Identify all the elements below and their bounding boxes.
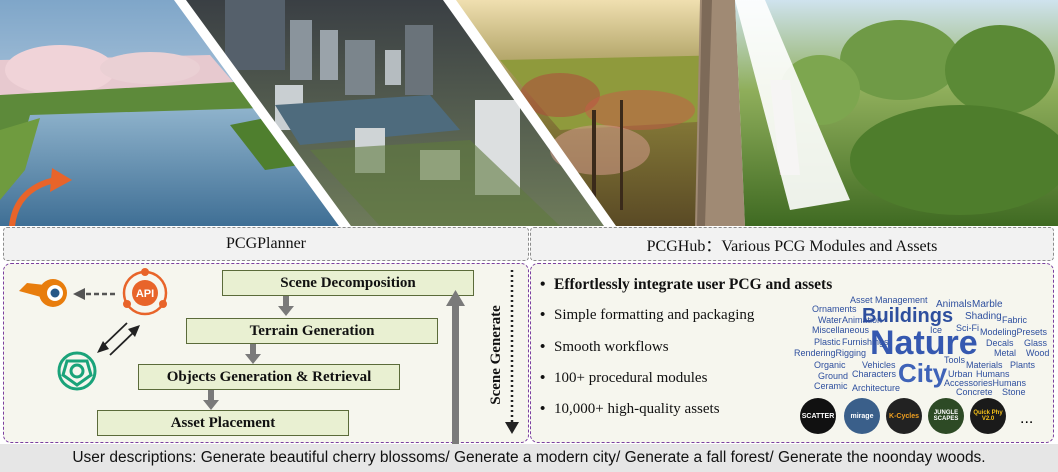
fall-forest-scene (450, 0, 745, 226)
llm-to-api-arrow (109, 330, 136, 356)
api-icon: API (122, 268, 168, 316)
wc-word: ModelingPresets (980, 327, 1048, 337)
plugin-logo-kcycles: K-Cycles (886, 398, 922, 434)
step-label: Objects Generation & Retrieval (166, 368, 372, 385)
scene-generate-label: Scene Generate (488, 305, 504, 405)
wc-word: Urban (948, 369, 973, 379)
feature-text: 10,000+ high-quality assets (554, 401, 720, 417)
wc-word: Ground (818, 371, 849, 381)
plugin-label: K-Cycles (889, 412, 919, 420)
bullet: • (540, 370, 546, 386)
wc-word: Stone (1002, 387, 1026, 397)
wc-word: Ice (930, 325, 943, 335)
user-descriptions-caption: User descriptions: Generate beautiful ch… (0, 444, 1058, 472)
wc-word: Vehicles (862, 360, 896, 370)
step-scene-decomposition: Scene Decomposition (222, 270, 474, 296)
pcghub-header: PCGHub：Various PCG Modules and Assets (530, 227, 1054, 261)
wc-word: Asset Management (850, 295, 928, 305)
bullet: • (540, 276, 546, 293)
wc-word: Marble (972, 299, 1003, 310)
step-label: Asset Placement (170, 414, 276, 431)
plugin-logo-scatter: SCATTER (800, 398, 836, 434)
noonday-woods-scene (735, 0, 1058, 226)
pcghub-title: PCGHub：Various PCG Modules and Assets (646, 238, 938, 255)
curved-arrow-icon (9, 177, 56, 226)
wc-word: Characters (852, 369, 897, 379)
wc-word: Sci-Fi (956, 323, 979, 333)
step-label: Terrain Generation (249, 322, 375, 339)
wc-word: Decals (986, 338, 1014, 348)
wc-word: Animation (842, 315, 883, 325)
agent-tools-cluster: API (19, 268, 168, 391)
feature-item: • 10,000+ high-quality assets (540, 401, 720, 418)
plugin-label: SCATTER (801, 412, 835, 420)
wc-word: Buildings (862, 305, 954, 327)
chatgpt-icon (57, 351, 97, 391)
modern-city-scene (180, 0, 610, 226)
pcgplanner-header: PCGPlanner (3, 227, 529, 261)
wc-word: Water (818, 315, 842, 325)
scene-generate-text: Scene Generate (488, 305, 504, 405)
pcghub-panel (530, 263, 1054, 443)
feature-item: • Smooth workflows (540, 339, 669, 356)
plugin-logo-mirage: mirage (844, 398, 880, 434)
loop-back-arrow (452, 302, 459, 444)
step-label: Scene Decomposition (280, 274, 416, 291)
wc-word: Concrete (956, 387, 993, 397)
pcgplanner-title: PCGPlanner (226, 235, 306, 252)
plugin-logo-junglescapes: JUNGLE SCAPES (928, 398, 964, 434)
generated-scenes-banner (0, 0, 1058, 226)
plugin-label: Quick Phy V2.0 (973, 410, 1003, 422)
blender-icon (19, 279, 67, 307)
feature-item: • Simple formatting and packaging (540, 307, 754, 324)
feature-text: Effortlessly integrate user PCG and asse… (554, 276, 833, 293)
feature-text: Smooth workflows (554, 339, 669, 355)
wc-word: Metal (994, 348, 1017, 358)
wc-word: Fabric (1002, 315, 1028, 325)
wc-word: Architecture (852, 383, 901, 393)
api-to-llm-arrow (101, 322, 128, 348)
wc-word: Miscellaneous (812, 325, 870, 335)
api-label: API (136, 288, 154, 300)
wc-word: Organic (814, 360, 846, 370)
wc-word: RenderingRigging (794, 348, 867, 358)
wc-word: Wood (1026, 348, 1050, 358)
wc-word: Furnishings (842, 337, 889, 347)
more-plugins: ... (1020, 410, 1034, 427)
feature-item: • Effortlessly integrate user PCG and ass… (540, 276, 832, 294)
wc-word: Plants (1010, 360, 1036, 370)
wc-word: City (898, 358, 948, 388)
wc-word: Tools (944, 355, 966, 365)
wc-word: Materials (966, 360, 1003, 370)
feature-item: • 100+ procedural modules (540, 370, 707, 387)
step-asset-placement: Asset Placement (97, 410, 349, 436)
step-terrain-generation: Terrain Generation (186, 318, 438, 344)
plugin-label: mirage (850, 412, 874, 420)
wc-word: Plastic (814, 337, 841, 347)
bullet: • (540, 401, 546, 417)
step-objects-generation-retrieval: Objects Generation & Retrieval (138, 364, 400, 390)
wc-word: Humans (976, 369, 1010, 379)
bullet: • (540, 339, 546, 355)
caption-text: User descriptions: Generate beautiful ch… (72, 449, 986, 466)
wc-word: Ceramic (814, 381, 848, 391)
bullet: • (540, 307, 546, 323)
feature-text: Simple formatting and packaging (554, 307, 755, 323)
wc-word: Ornaments (812, 304, 857, 314)
panel-separators (174, 0, 616, 226)
wc-word: AccessoriesHumans (944, 378, 1027, 388)
wc-word: Glass (1024, 338, 1048, 348)
wc-word: Nature (870, 324, 978, 362)
plugin-label: JUNGLE SCAPES (933, 410, 959, 422)
planner-flow-arrows (203, 270, 519, 444)
wc-word: Shading (965, 311, 1002, 322)
feature-text: 100+ procedural modules (554, 370, 708, 386)
plugin-logo-quickphy: Quick Phy V2.0 (970, 398, 1006, 434)
wc-word: Animals (936, 299, 972, 310)
